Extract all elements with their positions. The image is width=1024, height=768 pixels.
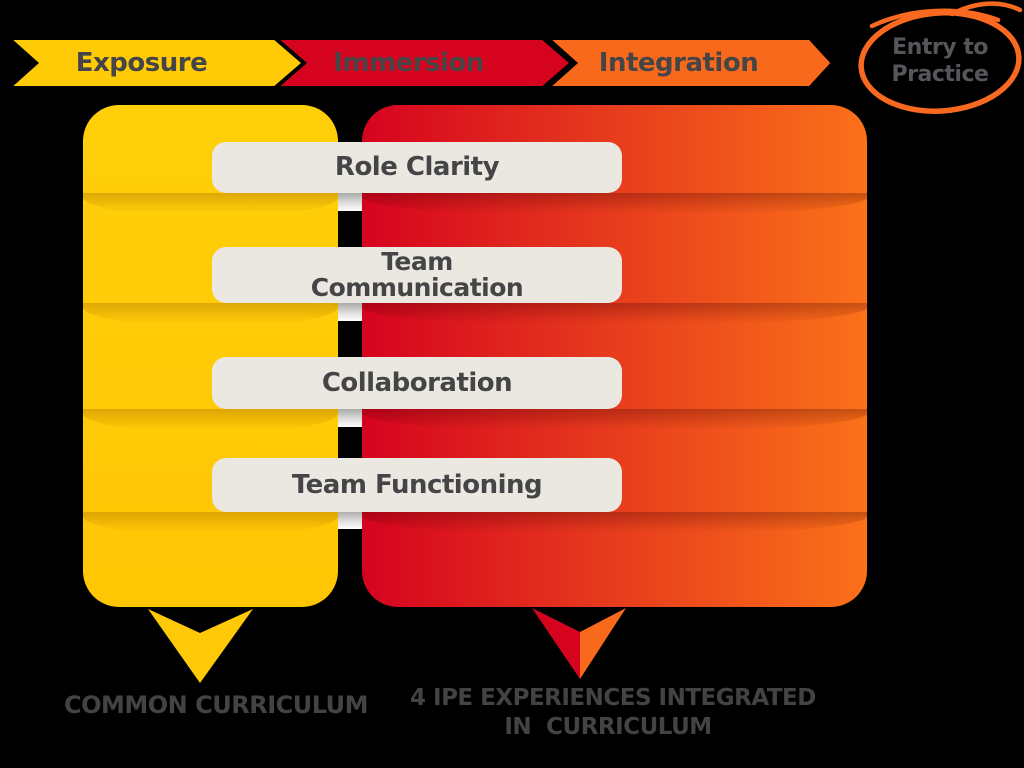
pill-shadow-swoosh [362, 303, 867, 327]
down-arrow-ipe-right-icon [580, 608, 626, 679]
pill-connector-tab [338, 511, 362, 529]
ipe-curriculum-caption: 4 IPE EXPERIENCES INTEGRATED IN CURRICUL… [410, 684, 816, 742]
pill-label-line-2: Communication [310, 273, 524, 302]
stage-label-exposure: Exposure [75, 48, 208, 78]
pill-connector-tab [338, 409, 362, 427]
sketch-tail-stroke [949, 1, 1023, 17]
competency-pill-collaboration: Collaboration [212, 357, 622, 409]
pill-shadow-swoosh [83, 303, 338, 327]
pill-shadow-swoosh [362, 193, 867, 217]
pill-label: Role Clarity [334, 152, 500, 182]
stage-label-integration: Integration [598, 48, 759, 78]
entry-to-practice-label: Entry to Practice [858, 34, 1022, 88]
pill-connector-tab [338, 193, 362, 211]
pill-label-line-1: Team [381, 247, 453, 276]
caption-line-2: IN CURRICULUM [504, 714, 712, 740]
pill-shadow-swoosh [83, 512, 338, 536]
caption-line-1: 4 IPE EXPERIENCES INTEGRATED [410, 685, 816, 711]
down-arrow-common-icon [148, 609, 253, 683]
pill-shadow-swoosh [83, 193, 338, 217]
competency-pill-role-clarity: Role Clarity [212, 142, 622, 193]
common-curriculum-caption: COMMON CURRICULUM [64, 691, 369, 719]
stage-label-immersion: Immersion [333, 48, 484, 78]
pill-shadow-swoosh [83, 409, 338, 433]
caption-line: COMMON CURRICULUM [64, 691, 369, 719]
entry-line-1: Entry to [892, 35, 988, 60]
pill-label: Collaboration [321, 367, 513, 398]
competency-pill-team-functioning: Team Functioning [212, 458, 622, 512]
pill-connector-tab [338, 303, 362, 321]
down-arrow-ipe-left-icon [532, 608, 580, 679]
entry-line-2: Practice [891, 62, 989, 87]
pill-shadow-swoosh [362, 512, 867, 536]
competency-pill-team-communication: Team Communication [212, 247, 622, 303]
pill-label: Team Functioning [291, 469, 543, 500]
pill-shadow-swoosh [362, 409, 867, 433]
